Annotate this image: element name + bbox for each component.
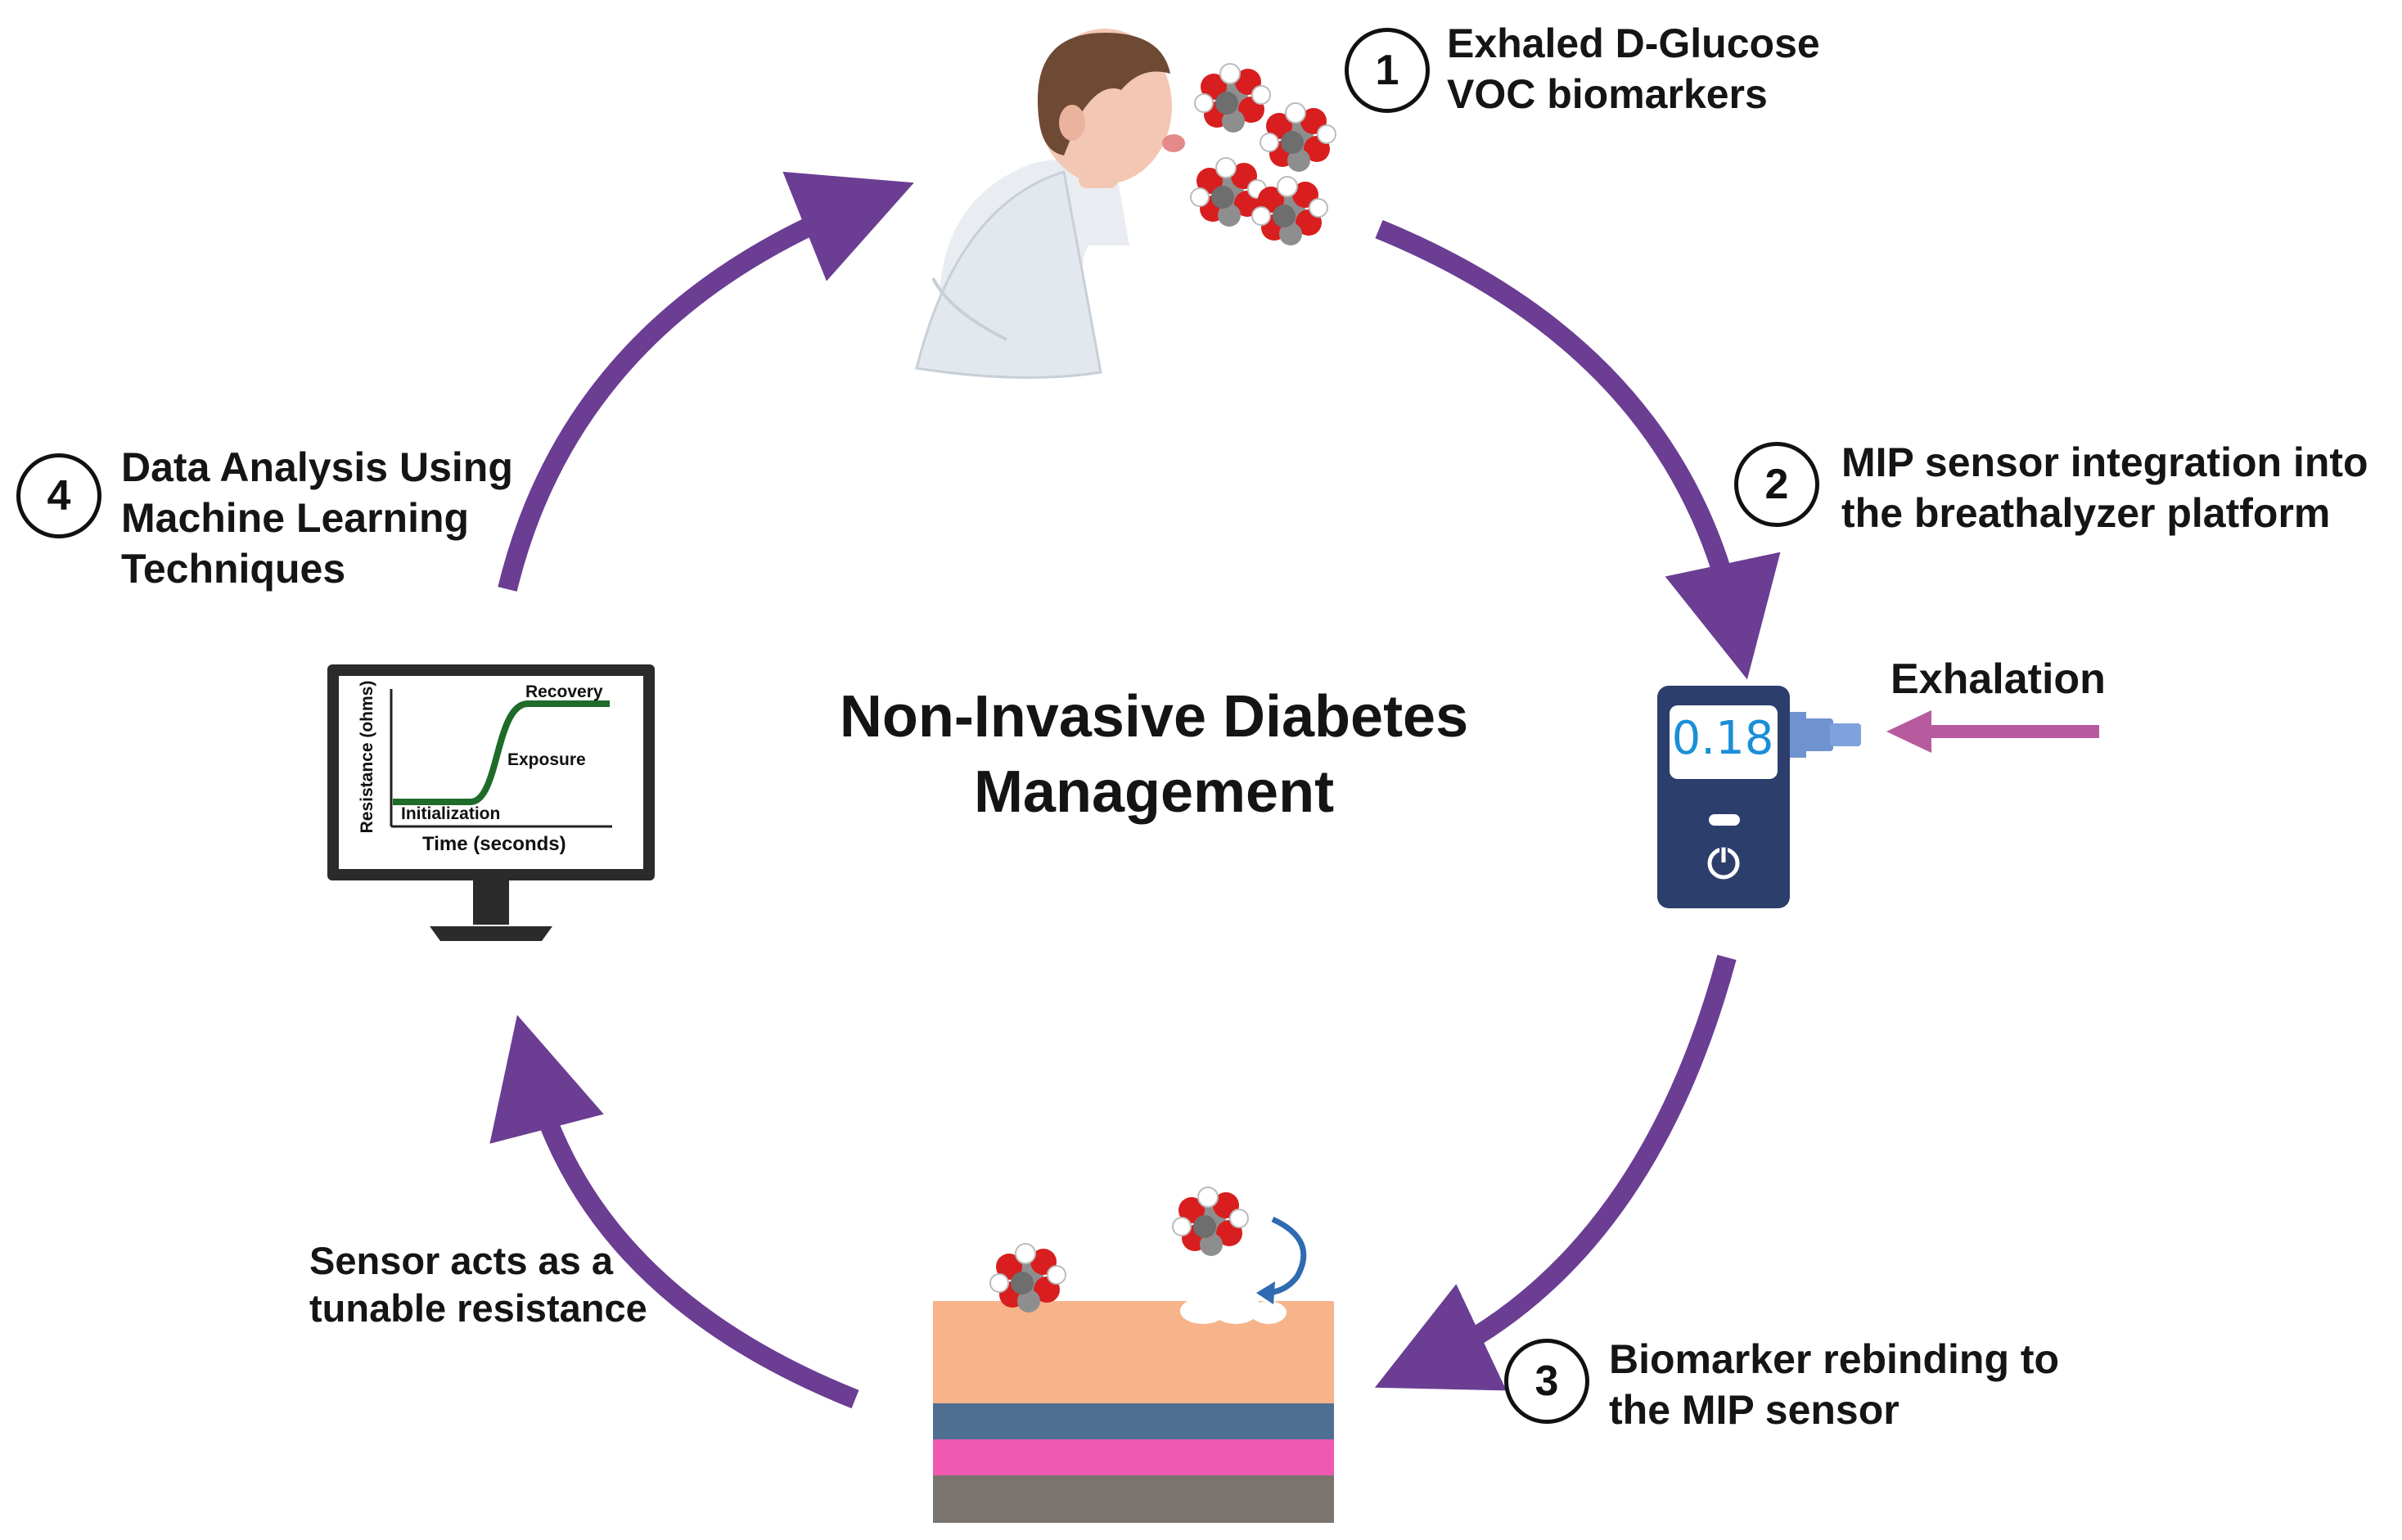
step-1-badge: 1 xyxy=(1345,28,1430,113)
rebind-arrow-icon xyxy=(1256,1216,1307,1304)
step-4-label: Data Analysis Using Machine Learning Tec… xyxy=(121,442,513,594)
step-2-badge: 2 xyxy=(1734,442,1819,527)
breathalyzer-icon xyxy=(1657,686,1861,908)
step-1-line: Exhaled D-Glucose xyxy=(1447,20,1820,66)
step-3-line: the MIP sensor xyxy=(1609,1387,1900,1433)
device-reading: 0.18 xyxy=(1671,712,1774,765)
arrow-2-to-3 xyxy=(1374,954,1737,1391)
arrow-3-to-4 xyxy=(489,1015,859,1409)
electrode-layer xyxy=(933,1403,1334,1439)
title-line: Non-Invasive Diabetes xyxy=(839,684,1469,750)
exhalation-label: Exhalation xyxy=(1891,655,2106,703)
exhaled-molecules xyxy=(1190,63,1336,246)
response-curve xyxy=(393,700,610,805)
step-4-line: Techniques xyxy=(121,546,346,592)
plot-ylabel: Resistance (ohms) xyxy=(358,680,376,834)
arrow-1-to-2 xyxy=(1375,219,1781,680)
sensor-note-line: Sensor acts as a xyxy=(309,1239,613,1282)
page-title: Non-Invasive Diabetes Management xyxy=(761,679,1547,830)
binding-cavity xyxy=(1180,1291,1287,1324)
step-1-line: VOC biomarkers xyxy=(1447,71,1768,117)
step-1-label: Exhaled D-Glucose VOC biomarkers xyxy=(1447,18,1820,119)
arrow-4-to-1 xyxy=(498,171,914,592)
monitor-icon xyxy=(327,664,655,941)
step-4-line: Machine Learning xyxy=(121,495,470,541)
plot-annotation-recovery: Recovery xyxy=(525,682,603,701)
glucose-molecule-icon xyxy=(1194,63,1271,133)
plot-annotation-initialization: Initialization xyxy=(401,804,501,823)
exhalation-arrow xyxy=(1886,710,2099,753)
step-3-line: Biomarker rebinding to xyxy=(1609,1336,2060,1382)
step-3-badge: 3 xyxy=(1504,1339,1589,1424)
plot-annotation-exposure: Exposure xyxy=(507,750,586,769)
conductive-layer xyxy=(933,1439,1334,1475)
person-exhaling-icon xyxy=(915,29,1185,379)
step-4-badge: 4 xyxy=(16,453,101,538)
plot-xlabel: Time (seconds) xyxy=(422,833,566,855)
sensor-layers-icon xyxy=(933,1187,1334,1523)
glucose-molecule-icon xyxy=(1260,102,1336,173)
step-2-label: MIP sensor integration into the breathal… xyxy=(1841,437,2368,538)
step-2-line: MIP sensor integration into xyxy=(1841,439,2368,485)
monitor-plot xyxy=(390,689,612,828)
power-icon xyxy=(1707,847,1740,880)
sensor-note-line: tunable resistance xyxy=(309,1286,647,1330)
cycle-arrows xyxy=(489,171,1781,1409)
sensor-note: Sensor acts as a tunable resistance xyxy=(309,1237,647,1332)
substrate-layer xyxy=(933,1475,1334,1523)
step-4-line: Data Analysis Using xyxy=(121,444,513,490)
step-3-label: Biomarker rebinding to the MIP sensor xyxy=(1609,1334,2059,1435)
glucose-molecule-icon xyxy=(1172,1187,1249,1257)
title-line: Management xyxy=(973,759,1335,825)
step-2-line: the breathalyzer platform xyxy=(1841,490,2331,536)
